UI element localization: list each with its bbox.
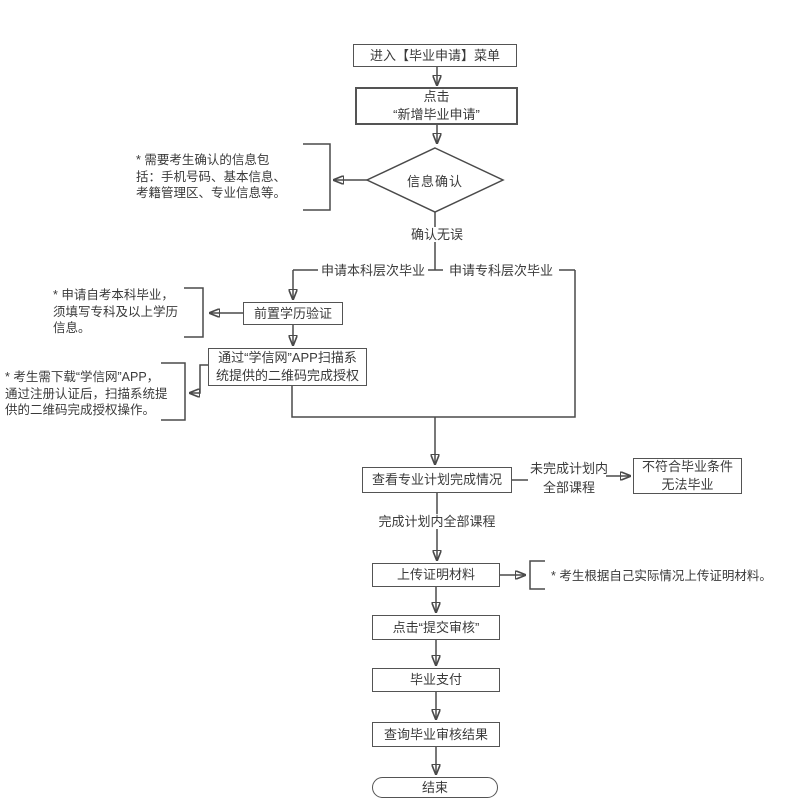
flow-node-graduation-payment: 毕业支付 [372,668,500,692]
flow-node-enter-menu: 进入【毕业申请】菜单 [353,44,517,67]
bracket-download-note [161,362,186,421]
note-download-app: * 考生需下载“学信网”APP， 通过注册认证后，扫描系统提 供的二维码完成授权… [5,370,168,417]
bracket-upload-note [529,560,545,590]
note-bachelor-requirement: * 申请自考本科毕业， 须填写专科及以上学历 信息。 [53,288,179,335]
flow-node-not-eligible: 不符合毕业条件 无法毕业 [633,458,742,494]
flow-node-upload-materials: 上传证明材料 [372,563,500,587]
flow-node-info-confirm: 信息确认 [406,173,463,189]
note-confirm-info: * 需要考生确认的信息包 括：手机号码、基本信息、 考籍管理区、专业信息等。 [136,153,287,200]
flow-node-submit-review: 点击“提交审核” [372,615,500,640]
note-upload-tip: * 考生根据自己实际情况上传证明材料。 [551,569,772,583]
edge-label-incomplete-courses: 未完成计划内 全部课程 [529,461,608,495]
flow-node-click-new-application: 点击 “新增毕业申请” [355,87,518,125]
flow-node-end: 结束 [372,777,498,798]
connector-merge-branches [291,270,576,418]
flow-node-query-result: 查询毕业审核结果 [372,722,500,747]
edge-label-complete-courses: 完成计划内全部课程 [372,514,502,529]
edge-label-apply-bachelor: 申请本科层次毕业 [318,263,428,278]
flow-node-prerequisite-verification: 前置学历验证 [243,302,343,325]
connector-appscan-to-note [191,364,208,393]
flow-node-check-plan: 查看专业计划完成情况 [362,467,512,493]
bracket-bachelor-note [184,287,204,338]
edge-label-apply-associate: 申请专科层次毕业 [443,263,559,278]
bracket-confirm-info-note [303,143,331,211]
edge-label-confirmed: 确认无误 [405,227,469,242]
flow-node-app-scan-auth: 通过“学信网”APP扫描系 统提供的二维码完成授权 [208,348,367,386]
